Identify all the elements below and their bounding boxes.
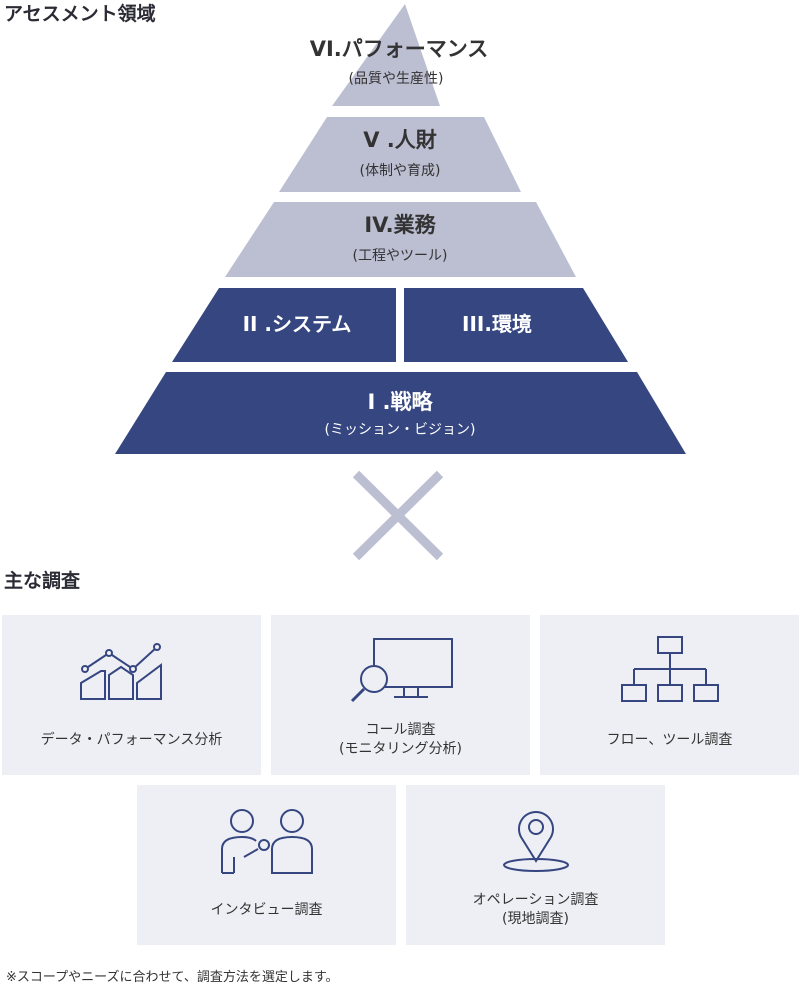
tier-ii-shape (172, 288, 396, 362)
tier-vi-sub: (品質や生産性) (349, 71, 444, 87)
chart-icon (79, 643, 162, 700)
survey-card-label: コール調査 (365, 722, 436, 738)
multiply-cross-icon (352, 470, 444, 561)
tier-v-sub: (体制や育成) (360, 163, 441, 179)
footnote: ※スコープやニーズに合わせて、調査方法を選定します。 (6, 970, 339, 985)
interview-icon (220, 809, 313, 874)
tier-iv-sub: (工程やツール) (353, 248, 448, 264)
tier-vi-shape (332, 4, 440, 106)
org-chart-icon (620, 636, 719, 702)
survey-title: 主な調査 (4, 570, 81, 592)
survey-card-data: データ・パフォーマンス分析 (2, 615, 261, 775)
survey-card-operation: オペレーション調査 (現地調査) (406, 785, 665, 945)
tier-v-shape (279, 117, 521, 192)
survey-card-flow: フロー、ツール調査 (540, 615, 799, 775)
tier-iv-shape (225, 202, 576, 277)
survey-card-label: オペレーション調査 (472, 892, 599, 908)
tier-vi-label: VI.パフォーマンス (310, 37, 489, 61)
tier-iii-shape (404, 288, 628, 362)
survey-card-label: インタビュー調査 (210, 902, 323, 918)
monitor-search-icon (350, 638, 453, 703)
survey-card-interview: インタビュー調査 (137, 785, 396, 945)
tier-v-label: V .人財 (363, 128, 437, 152)
survey-card-sub: (現地調査) (502, 911, 569, 927)
survey-card-call: コール調査 (モニタリング分析) (271, 615, 530, 775)
survey-card-sub: (モニタリング分析) (339, 741, 462, 757)
survey-card-label: フロー、ツール調査 (606, 732, 733, 748)
tier-iv-label: IV.業務 (364, 213, 436, 237)
survey-card-label: データ・パフォーマンス分析 (40, 732, 223, 748)
pyramid-title: アセスメント領域 (4, 3, 156, 25)
pyramid-diagram: VI.パフォーマンス (品質や生産性) V .人財 (体制や育成) IV.業務 … (115, 4, 686, 561)
tier-iii-label: III.環境 (462, 312, 532, 336)
tier-i-label: I .戦略 (367, 390, 433, 414)
tier-i-sub: (ミッション・ビジョン) (325, 422, 476, 438)
location-pin-icon (502, 811, 569, 872)
tier-ii-label: II .システム (243, 312, 352, 336)
tier-i-shape (115, 372, 686, 454)
